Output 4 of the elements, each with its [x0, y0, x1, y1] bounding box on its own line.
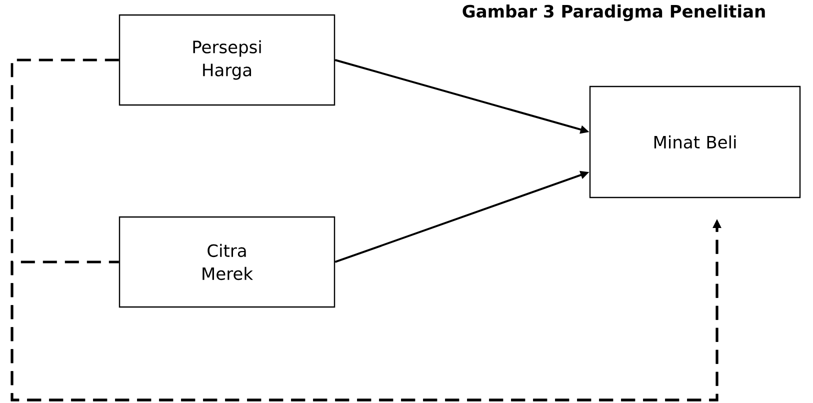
variable-box: Persepsi Harga [118, 14, 336, 106]
title: Gambar 3 Paradigma Penelitian [462, 4, 765, 22]
variable-box: Minat Beli [589, 86, 801, 198]
variable-box: Citra Merek [118, 216, 336, 308]
